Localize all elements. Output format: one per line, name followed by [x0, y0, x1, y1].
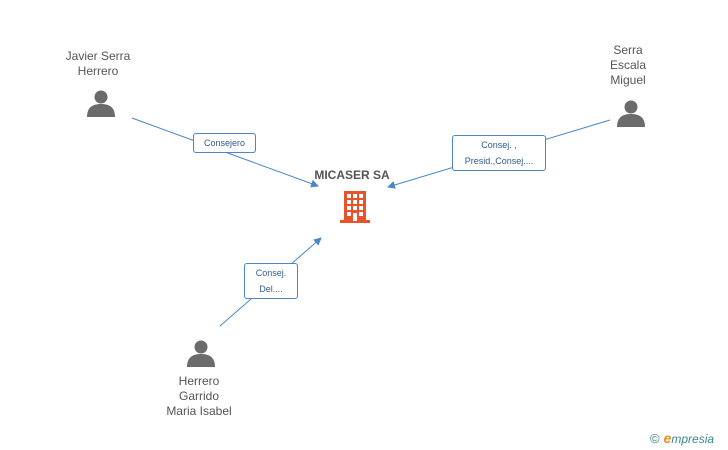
person-icon[interactable]	[187, 340, 215, 368]
person-label-javier[interactable]: Javier Serra Herrero	[43, 49, 153, 79]
building-icon[interactable]	[340, 191, 370, 223]
edge-label-herrero[interactable]: Consej. Del....	[244, 263, 298, 299]
person-name-line: Escala	[609, 58, 647, 72]
edge-label-line: Consejero	[203, 138, 246, 148]
brand-initial: e	[663, 430, 672, 446]
person-name-line: Miguel	[610, 73, 646, 87]
edge-label-line: Consej.	[255, 268, 287, 278]
brand-name: mpresia	[671, 432, 715, 446]
person-icon[interactable]	[87, 90, 115, 118]
company-name[interactable]: MICASER SA	[314, 168, 390, 182]
edge-label-line: Consej. ,	[481, 140, 517, 150]
empresia-watermark: ©empresia	[650, 430, 714, 446]
person-name-line: Maria Isabel	[166, 404, 232, 418]
person-name-line: Herrero	[77, 64, 119, 78]
person-name-line: Javier Serra	[65, 49, 131, 63]
person-icon[interactable]	[617, 100, 645, 128]
copyright-symbol: ©	[650, 431, 660, 446]
edge-label-line: Presid.,Consej....	[464, 156, 534, 166]
person-name-line: Serra	[613, 43, 643, 57]
edge-label-serra[interactable]: Consej. , Presid.,Consej....	[452, 135, 546, 171]
person-label-herrero[interactable]: Herrero Garrido Maria Isabel	[144, 374, 254, 419]
edge-label-line: Del....	[259, 284, 283, 294]
edge-label-javier[interactable]: Consejero	[193, 133, 256, 153]
person-label-serra[interactable]: Serra Escala Miguel	[573, 43, 683, 88]
person-name-line: Herrero	[178, 374, 220, 388]
person-name-line: Garrido	[178, 389, 219, 403]
